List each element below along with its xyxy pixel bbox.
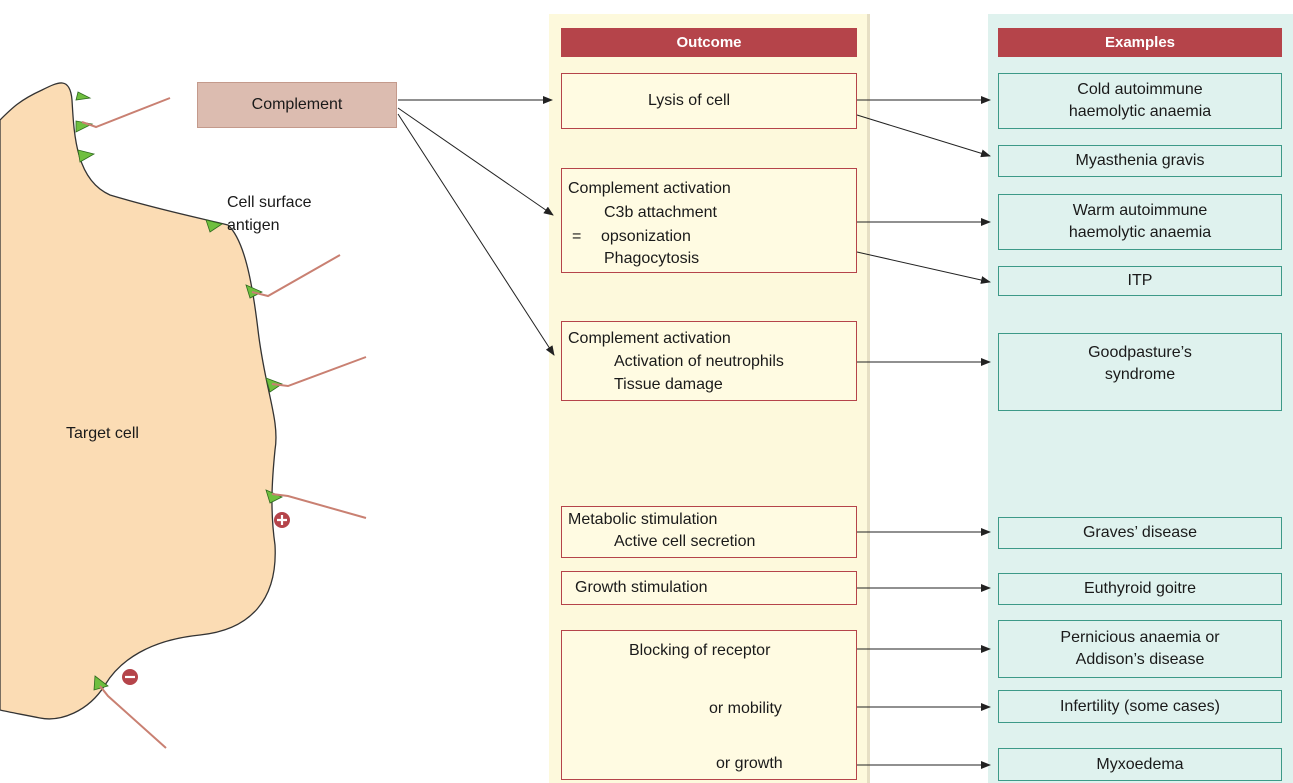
goodpasture-line2: syndrome (1104, 366, 1176, 383)
antibodies (81, 97, 367, 749)
minus-icon (122, 669, 138, 685)
outcome-opsonization: Complement activation C3b attachment = o… (561, 168, 857, 273)
antibody-2 (251, 254, 341, 298)
itp-text: ITP (1127, 272, 1153, 289)
warm-aiha-line1: Warm autoimmune (1072, 202, 1208, 219)
antibody-1 (81, 97, 171, 129)
examples-header: Examples (998, 28, 1282, 57)
equals-sign: = (572, 228, 582, 245)
antigen-label-line2: antigen (227, 217, 280, 234)
antibody-3 (271, 356, 367, 388)
blocking-line2: or mobility (709, 700, 782, 717)
example-infertility: Infertility (some cases) (998, 690, 1282, 723)
pernicious-line1: Pernicious anaemia or (1060, 629, 1220, 646)
example-pernicious: Pernicious anaemia or Addison’s disease (998, 620, 1282, 678)
graves-text: Graves’ disease (1082, 524, 1198, 541)
outcome-blocking: Blocking of receptor or mobility or grow… (561, 630, 857, 780)
example-graves: Graves’ disease (998, 517, 1282, 549)
outcome-lysis-text: Lysis of cell (648, 92, 731, 109)
example-cold-aiha: Cold autoimmune haemolytic anaemia (998, 73, 1282, 129)
goodpasture-line1: Goodpasture’s (1088, 344, 1192, 361)
neutrophils-line1: Complement activation (568, 330, 731, 347)
antigen-label-line1: Cell surface (227, 194, 312, 211)
antigen-4 (205, 219, 223, 233)
antigen-1 (75, 91, 92, 101)
blocking-line1: Blocking of receptor (629, 642, 771, 659)
outcome-neutrophils: Complement activation Activation of neut… (561, 321, 857, 401)
euthyroid-text: Euthyroid goitre (1083, 580, 1197, 597)
opsonization-line2: C3b attachment (604, 204, 717, 221)
example-itp: ITP (998, 266, 1282, 296)
arrows (397, 96, 991, 769)
cold-aiha-line2: haemolytic anaemia (1068, 103, 1212, 120)
antibody-4 (271, 493, 367, 519)
neutrophils-line3: Tissue damage (614, 376, 723, 393)
example-goodpasture: Goodpasture’s syndrome (998, 333, 1282, 411)
complement-box: Complement (197, 82, 397, 128)
cold-aiha-line1: Cold autoimmune (1077, 81, 1203, 98)
growth-text: Growth stimulation (575, 579, 708, 596)
warm-aiha-line2: haemolytic anaemia (1068, 224, 1212, 241)
outcome-lysis: Lysis of cell (561, 73, 857, 129)
neutrophils-line2: Activation of neutrophils (614, 353, 784, 370)
example-warm-aiha: Warm autoimmune haemolytic anaemia (998, 194, 1282, 250)
plus-icon (274, 512, 290, 528)
opsonization-line3: opsonization (601, 228, 691, 245)
target-cell-label: Target cell (66, 425, 139, 442)
antibody-5 (99, 685, 167, 749)
pernicious-line2: Addison’s disease (1075, 651, 1205, 668)
blocking-line3: or growth (716, 755, 783, 772)
example-myasthenia: Myasthenia gravis (998, 145, 1282, 177)
infertility-text: Infertility (some cases) (1059, 697, 1221, 715)
metabolic-line2: Active cell secretion (614, 533, 756, 550)
antigens (75, 91, 283, 691)
metabolic-line1: Metabolic stimulation (568, 511, 718, 528)
antigen-3 (77, 149, 96, 163)
outcome-metabolic: Metabolic stimulation Active cell secret… (561, 506, 857, 558)
outcome-growth: Growth stimulation (561, 571, 857, 605)
myxoedema-text: Myxoedema (1096, 755, 1184, 773)
example-euthyroid: Euthyroid goitre (998, 573, 1282, 605)
outcome-header: Outcome (561, 28, 857, 57)
opsonization-line4: Phagocytosis (604, 250, 700, 267)
myasthenia-text: Myasthenia gravis (1075, 152, 1205, 169)
opsonization-line1: Complement activation (568, 180, 731, 197)
example-myxoedema: Myxoedema (998, 748, 1282, 781)
target-cell-shape (0, 82, 277, 720)
